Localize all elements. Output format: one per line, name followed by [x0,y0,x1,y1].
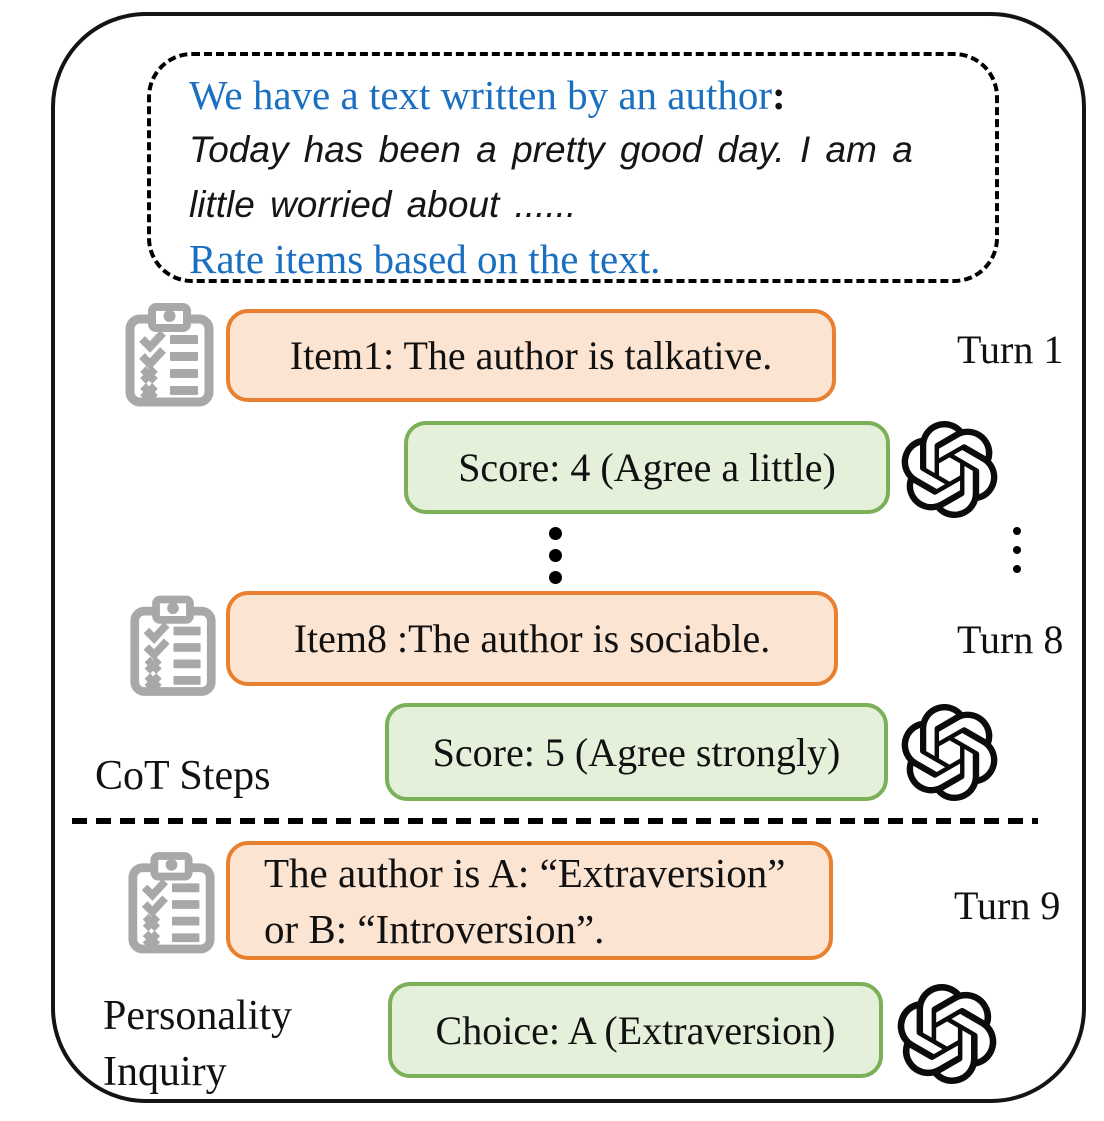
item-message-turn1: Item1: The author is talkative. [226,309,836,402]
section-divider [72,818,1038,824]
item-text-turn8: Item8 :The author is sociable. [293,616,771,661]
checklist-clipboard-icon [130,595,216,696]
checklist-clipboard-icon [125,303,214,407]
author-text-line-2: little worried about ...... [189,184,577,225]
checklist-clipboard-icon [128,852,215,954]
cot-steps-label: CoT Steps [95,753,271,799]
openai-logo-icon [901,421,998,518]
item-text-turn9-line2: or B: “Introversion”. [264,905,605,952]
prompt-bubble: We have a text written by an author: Tod… [147,52,999,283]
prompt-instruction-colon: : [772,72,786,118]
item-text-turn1: Item1: The author is talkative. [289,333,773,378]
item-text-turn9-line1: The author is A: “Extraversion” [264,849,786,896]
response-text-turn8: Score: 5 (Agree strongly) [432,729,841,775]
turn9-label: Turn 9 [954,883,1061,928]
item-message-turn8: Item8 :The author is sociable. [226,591,838,686]
prompt-instruction-line-1: We have a text written by an author: [189,68,967,122]
response-message-turn8: Score: 5 (Agree strongly) [385,703,888,801]
prompt-instruction-line-2: Rate items based on the text. [189,236,661,282]
response-message-turn9: Choice: A (Extraversion) [388,982,883,1078]
response-message-turn1: Score: 4 (Agree a little) [404,421,890,514]
author-text-line-1: Today has been a pretty good day. I am a [189,129,913,170]
response-text-turn9: Choice: A (Extraversion) [435,1007,836,1053]
vertical-ellipsis-icon-right [1013,521,1021,578]
turn8-label: Turn 8 [957,617,1064,662]
personality-inquiry-line1: Personality [103,993,292,1039]
openai-logo-icon [897,984,997,1084]
personality-inquiry-label: Personality Inquiry [103,988,292,1100]
openai-logo-icon [901,704,998,801]
turn1-label: Turn 1 [957,327,1064,372]
response-text-turn1: Score: 4 (Agree a little) [458,445,836,490]
personality-inquiry-line2: Inquiry [103,1049,227,1095]
vertical-ellipsis-icon [549,522,562,588]
item-message-turn9: The author is A: “Extraversion” or B: “I… [226,841,833,960]
prompt-instruction-text: We have a text written by an author [189,72,773,118]
